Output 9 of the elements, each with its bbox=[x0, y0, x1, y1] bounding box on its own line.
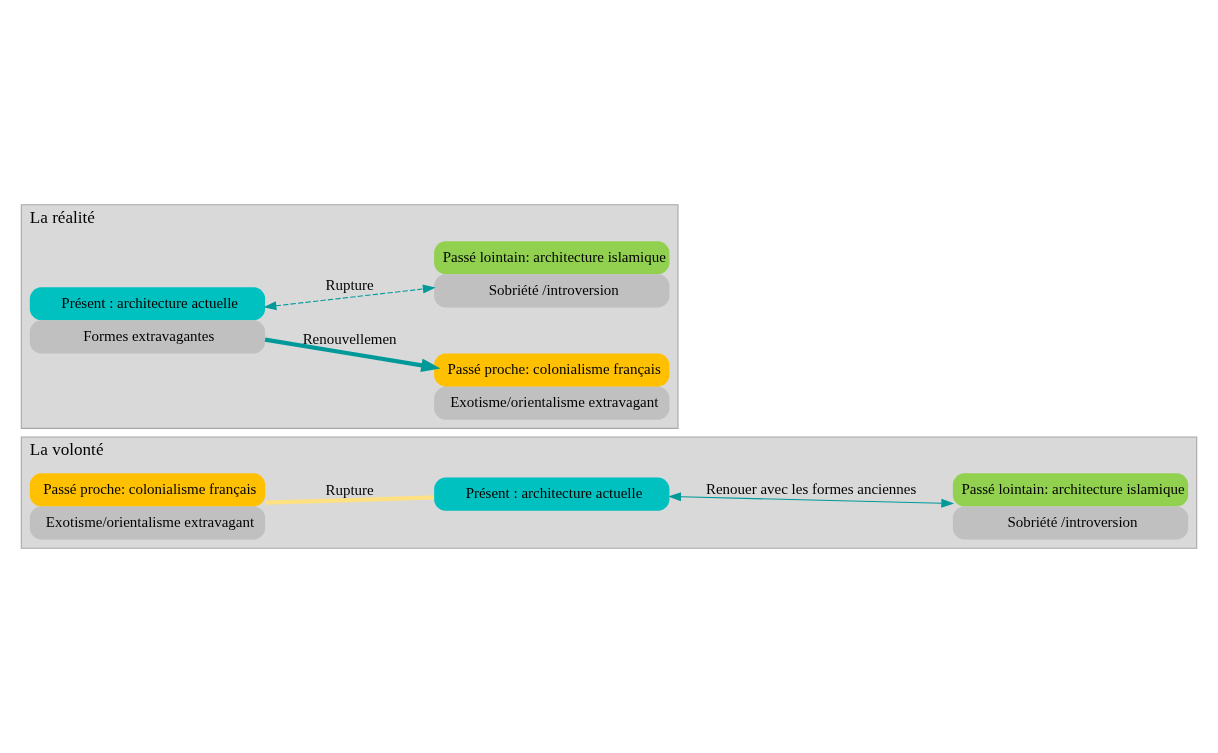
node-box: Présent : architecture actuelle bbox=[434, 477, 670, 511]
arrow bbox=[263, 284, 436, 311]
edge-label: Rupture bbox=[325, 481, 374, 498]
arrow bbox=[668, 492, 955, 508]
connector bbox=[265, 495, 435, 505]
edge-label: Renouvellemen bbox=[302, 331, 397, 348]
edge-label: Renouer avec les formes anciennes bbox=[705, 480, 917, 497]
arrow bbox=[264, 337, 441, 372]
edge-label: Rupture bbox=[325, 276, 374, 293]
